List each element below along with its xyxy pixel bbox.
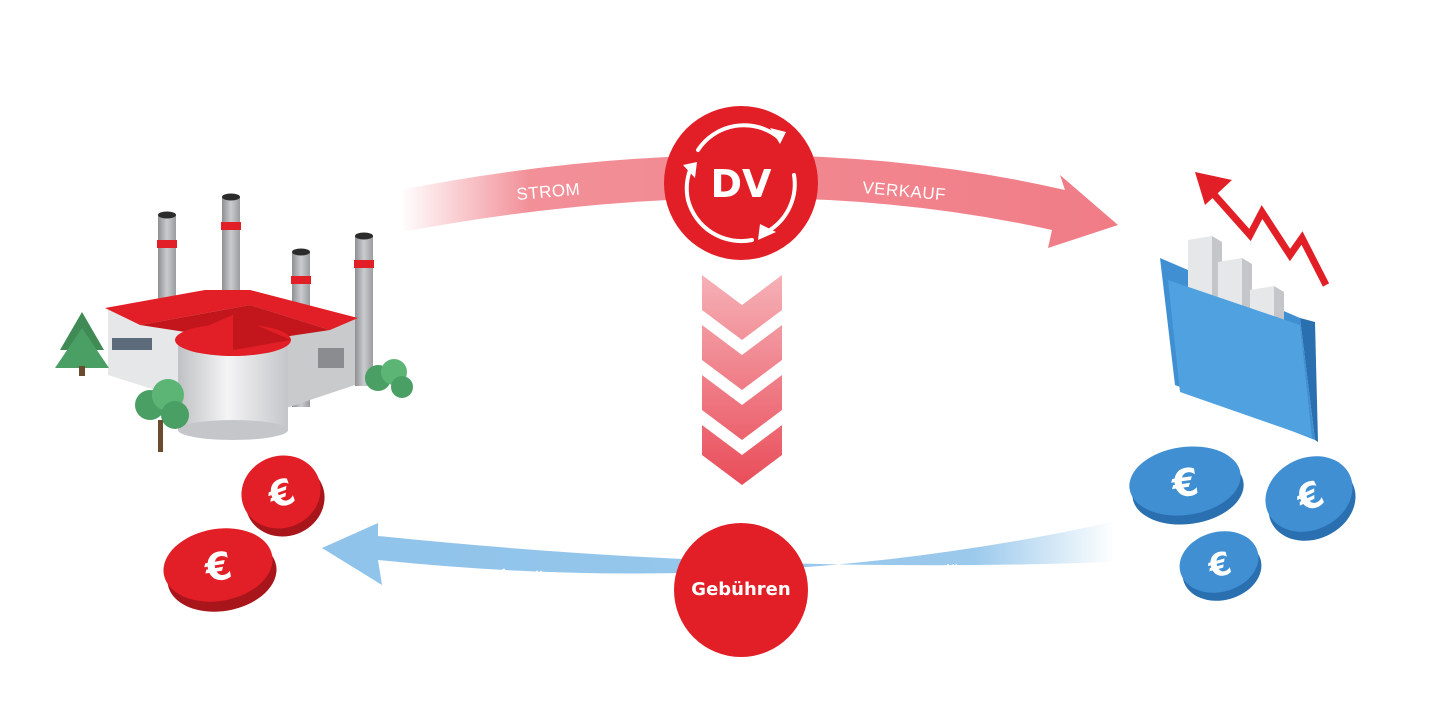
euro-coin-icon: € xyxy=(1179,531,1262,601)
folder-chart-illustration xyxy=(1160,172,1330,442)
gebuehren-hub: Gebühren xyxy=(674,523,808,657)
euro-coin-icon: € xyxy=(163,528,277,612)
down-chevrons xyxy=(702,275,782,485)
svg-text:€: € xyxy=(1168,459,1201,506)
rising-arrow-icon xyxy=(1195,172,1330,287)
gebuehren-hub-label: Gebühren xyxy=(691,579,790,600)
dv-hub: DV xyxy=(664,106,818,260)
bottom-flow-arrow xyxy=(322,522,1112,585)
cycle-arrows-icon xyxy=(684,123,797,244)
euro-coin-icon: € xyxy=(1265,456,1356,541)
power-plant-illustration xyxy=(55,193,413,452)
tree-icon xyxy=(55,312,109,376)
blue-euro-coins: € € € xyxy=(1129,446,1356,601)
tree-icon xyxy=(365,359,413,398)
top-flow-arrow xyxy=(400,155,1118,248)
red-euro-coins: € € xyxy=(163,455,325,612)
dv-hub-label: DV xyxy=(711,162,773,206)
tree-icon xyxy=(135,379,189,452)
euro-coin-icon: € xyxy=(1129,446,1244,525)
euro-coin-icon: € xyxy=(241,455,325,537)
